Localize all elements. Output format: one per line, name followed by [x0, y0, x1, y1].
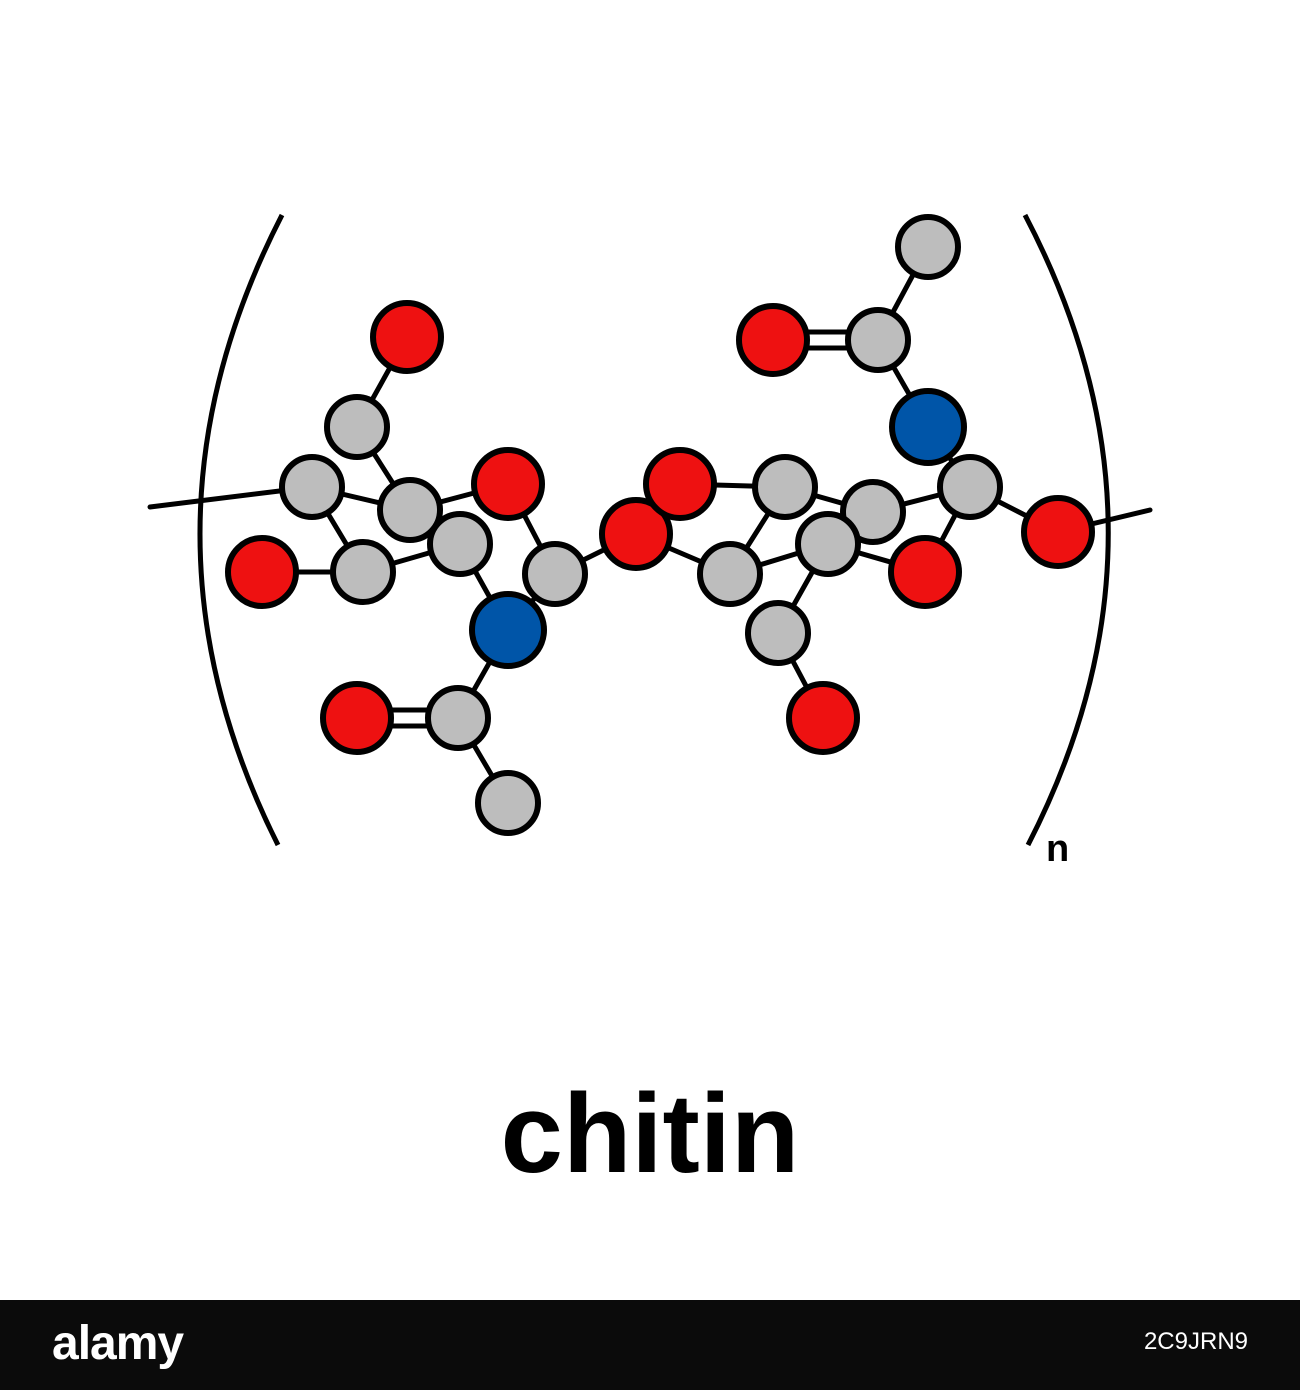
nitrogen-atom	[889, 388, 967, 466]
molecule-name: chitin	[500, 1071, 800, 1196]
carbon-atom	[697, 541, 763, 607]
carbon-atom	[840, 479, 906, 545]
carbon-atom	[330, 539, 396, 605]
repeat-subscript: n	[1046, 828, 1070, 870]
molecule-drawing	[147, 213, 1153, 847]
carbon-atom	[279, 454, 345, 520]
oxygen-atom	[370, 300, 444, 374]
carbon-atom	[895, 214, 961, 280]
carbon-atom	[427, 511, 493, 577]
carbon-atom	[324, 394, 390, 460]
footer-bar: alamy 2C9JRN9	[0, 1300, 1300, 1390]
right-bracket	[1022, 213, 1111, 847]
footer-image-id: 2C9JRN9	[1143, 1328, 1248, 1355]
carbon-atom	[377, 477, 443, 543]
footer-logo: alamy	[52, 1317, 184, 1370]
nitrogen-atom	[469, 591, 547, 669]
atoms	[225, 214, 1095, 836]
oxygen-atom	[599, 497, 673, 571]
carbon-atom	[522, 541, 588, 607]
chitin-structure-figure: n chitin	[147, 213, 1153, 1196]
carbon-atom	[937, 454, 1003, 520]
left-bracket	[197, 213, 285, 847]
oxygen-atom	[320, 681, 394, 755]
oxygen-atom	[786, 681, 860, 755]
carbon-atom	[745, 600, 811, 666]
carbon-atom	[425, 685, 491, 751]
carbon-atom	[845, 307, 911, 373]
oxygen-atom	[225, 535, 299, 609]
carbon-atom	[752, 454, 818, 520]
carbon-atom	[795, 511, 861, 577]
oxygen-atom	[1021, 495, 1095, 569]
oxygen-atom	[736, 303, 810, 377]
oxygen-atom	[471, 447, 545, 521]
oxygen-atom	[888, 535, 962, 609]
oxygen-atom	[643, 447, 717, 521]
carbon-atom	[475, 770, 541, 836]
